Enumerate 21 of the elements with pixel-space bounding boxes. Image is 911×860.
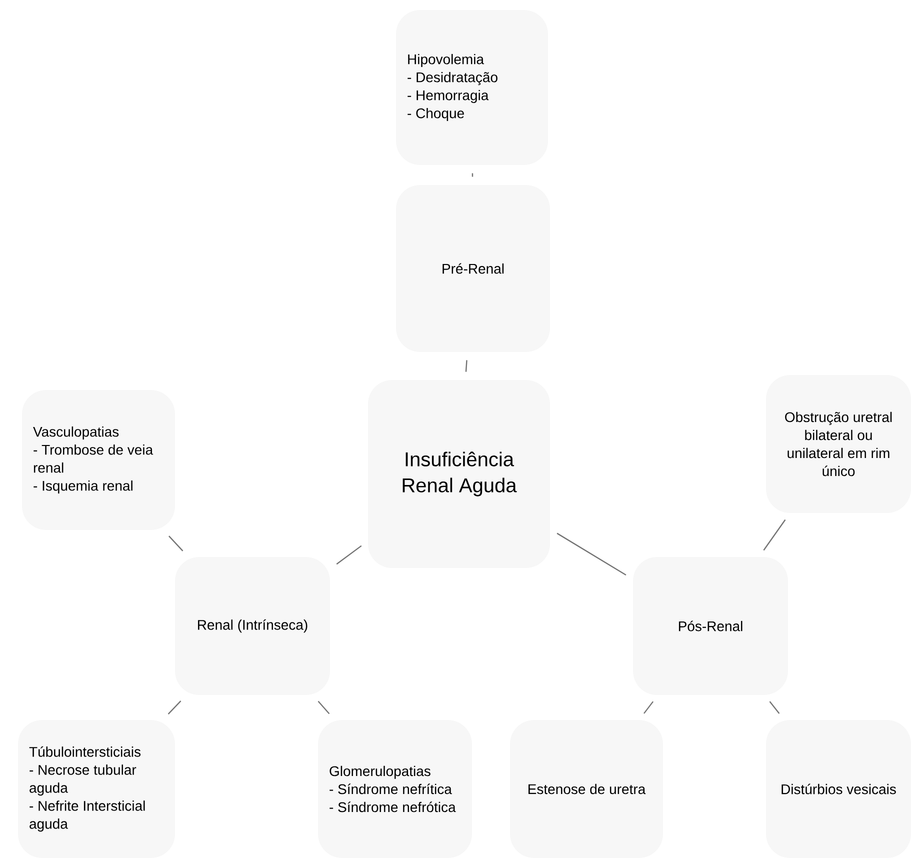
connector-line: [769, 701, 780, 714]
connector-line: [168, 700, 182, 714]
central-box: Insuficiência Renal Aguda: [368, 380, 550, 568]
connector-line: [168, 536, 184, 552]
cause-box: Túbulointersticiais - Necrose tubular aguda - Nefrite Intersticial aguda: [18, 720, 175, 858]
cause-box: Obstrução uretral bilateral ou unilateral em rim único: [766, 375, 911, 513]
connector-line: [556, 532, 626, 576]
connector-line: [763, 519, 786, 551]
connector-line: [465, 360, 468, 372]
cause-box: Vasculopatias - Trombose de veia renal - Isquemia renal: [22, 390, 175, 530]
cause-box: Glomerulopatias - Síndrome nefrítica - Síndrome nefrótica: [318, 720, 472, 858]
cause-box: Distúrbios vesicais: [766, 720, 911, 858]
connector-line: [336, 545, 362, 565]
category-box: Renal (Intrínseca): [175, 557, 330, 695]
connector-line: [318, 700, 330, 714]
category-box: Pré-Renal: [396, 185, 550, 352]
cause-box: Estenose de uretra: [510, 720, 663, 858]
connector-line: [644, 701, 654, 714]
connector-line: [472, 173, 474, 177]
cause-box: Hipovolemia - Desidratação - Hemorragia - Choque: [396, 10, 548, 165]
category-box: Pós-Renal: [633, 557, 788, 695]
